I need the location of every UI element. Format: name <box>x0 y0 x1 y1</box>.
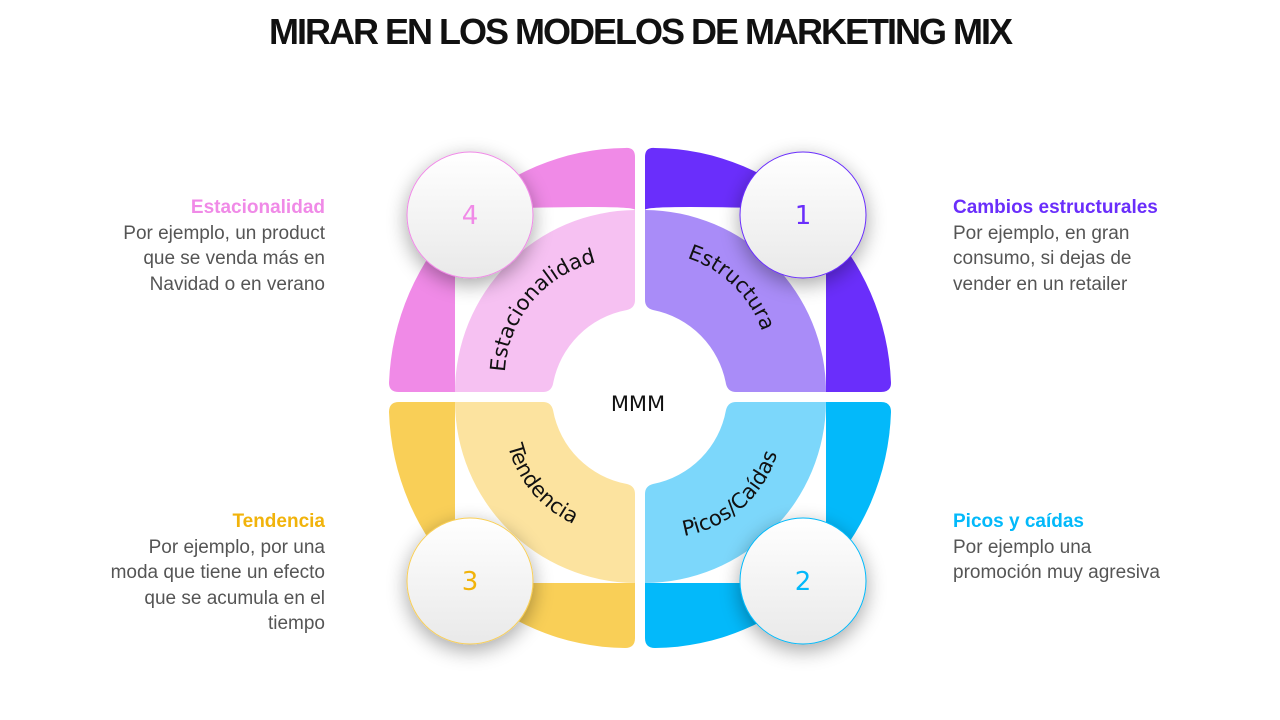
trend-outer-band <box>389 402 635 648</box>
seasonality-inner-band <box>455 210 635 392</box>
peaks-inner-band <box>645 402 826 583</box>
peaks-description: Picos y caídas Por ejemplo una promoción… <box>953 509 1168 586</box>
trend-number: 3 <box>462 567 479 597</box>
seasonality-description: Estacionalidad Por ejemplo, un product q… <box>110 195 325 297</box>
structure-description: Cambios estructurales Por ejemplo, en gr… <box>953 195 1168 297</box>
structure-heading: Cambios estructurales <box>953 197 1158 218</box>
trend-heading: Tendencia <box>232 511 325 532</box>
trend-number-circle <box>406 517 534 645</box>
quadrant-peaks: Picos/Caídas 2 <box>645 402 891 648</box>
seasonality-body: Por ejemplo, un product que se venda más… <box>123 222 325 295</box>
structure-number-circle <box>739 151 867 279</box>
peaks-heading: Picos y caídas <box>953 511 1084 532</box>
seasonality-outer-band <box>389 147 635 392</box>
structure-outer-band <box>645 147 891 392</box>
page-title: MIRAR EN LOS MODELOS DE MARKETING MIX <box>268 11 1013 52</box>
quadrant-trend: Tendencia 3 <box>389 402 635 648</box>
peaks-number-circle <box>739 517 867 645</box>
structure-body: Por ejemplo, en gran consumo, si dejas d… <box>953 222 1132 295</box>
seasonality-number: 4 <box>462 201 479 231</box>
peaks-outer-band <box>645 402 891 648</box>
structure-inner-band <box>645 210 826 392</box>
peaks-number: 2 <box>795 567 812 597</box>
trend-body: Por ejemplo, por una moda que tiene un e… <box>110 536 325 635</box>
structure-number: 1 <box>795 201 812 231</box>
seasonality-number-circle <box>406 151 534 279</box>
seasonality-heading: Estacionalidad <box>190 197 325 218</box>
center-label: MMM <box>611 392 665 416</box>
peaks-body: Por ejemplo una promoción muy agresiva <box>953 536 1160 584</box>
quadrant-seasonality: Estacionalidad 4 <box>389 147 635 392</box>
trend-inner-band <box>455 402 635 583</box>
quadrant-structure: Estructura 1 <box>645 147 891 392</box>
trend-description: Tendencia Por ejemplo, por una moda que … <box>110 509 325 637</box>
